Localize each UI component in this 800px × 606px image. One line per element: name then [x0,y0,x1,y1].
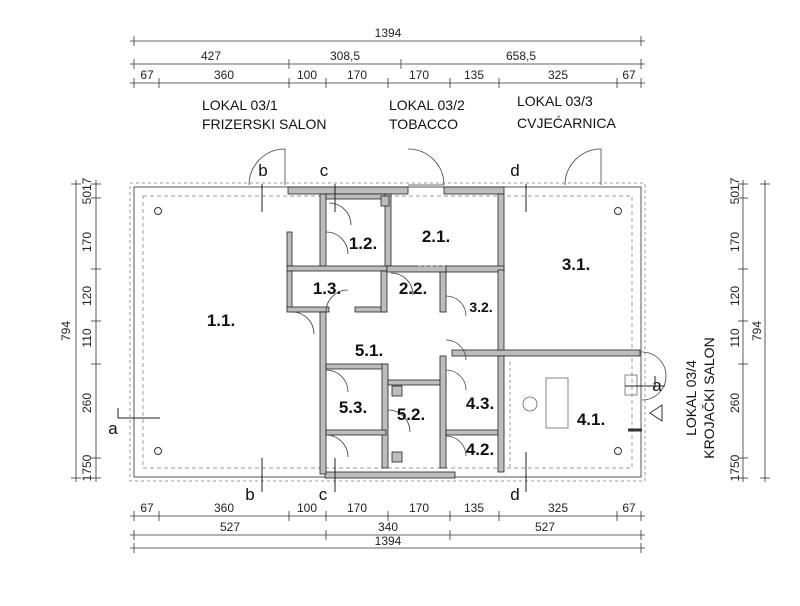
unit-labels: LOKAL 03/1 FRIZERSKI SALON LOKAL 03/2 TO… [202,93,717,459]
dim-bottom-detail-1: 67 [140,501,154,515]
dim-left-1: 5017 [80,177,94,204]
doors [248,148,667,468]
dim-right-6: 1750 [728,454,742,481]
room-4-1: 4.1. [577,410,605,429]
section-d-top: d [510,161,519,180]
section-a-right: a [652,376,662,395]
dim-top-detail-5: 170 [409,68,429,82]
dim-bottom-detail-8: 67 [622,501,636,515]
dim-top-detail-7: 325 [548,68,568,82]
unit-3-name: LOKAL 03/3 [517,93,593,109]
section-b-top: b [258,161,267,180]
room-3-2: 3.2. [469,299,492,315]
dim-bottom-mid-2: 340 [378,520,398,534]
dim-top-overall: 1394 [375,26,402,40]
room-5-1: 5.1. [355,341,383,360]
dim-bottom-overall: 1394 [375,534,402,548]
room-4-2: 4.2. [466,440,494,459]
left-dimensions: 794 5017 170 120 110 260 1750 [59,177,101,482]
dim-right-overall: 794 [750,321,764,341]
section-d-bottom: d [510,485,519,504]
dim-top-mid-1: 427 [201,49,221,63]
dim-right-4: 110 [728,328,742,347]
unit-1-use: FRIZERSKI SALON [202,116,326,132]
room-5-2: 5.2. [397,405,425,424]
dim-left-2: 170 [80,232,94,252]
dim-bottom-detail-7: 325 [548,501,568,515]
room-1-1: 1.1. [207,311,235,330]
unit-4-use: KROJAČKI SALON [701,337,717,458]
dim-left-overall: 794 [59,321,73,341]
dim-bottom-detail-5: 170 [409,501,429,515]
dim-bottom-detail-3: 100 [297,501,317,515]
dim-top-mid-3: 658,5 [506,49,536,63]
unit-2-use: TOBACCO [389,116,458,132]
column-icon [154,207,162,215]
unit-1-name: LOKAL 03/1 [202,97,278,113]
dim-right-1: 5017 [728,177,742,204]
room-2-1: 2.1. [422,227,450,246]
dim-top-detail-4: 170 [347,68,367,82]
top-dimensions: 1394 427 308,5 658,5 67 360 100 170 170 … [130,26,645,88]
section-a-left: a [108,419,118,438]
column-icon [614,207,622,215]
building-outline [129,182,646,482]
section-markers: a a b b c c d d [108,161,665,504]
room-labels: 1.1. 1.2. 1.3. 2.1. 2.2. 3.1. 3.2. 4.1. … [207,227,605,459]
section-c-bottom: c [319,485,328,504]
room-1-3: 1.3. [313,279,341,298]
dim-bottom-mid-3: 527 [535,520,555,534]
dim-bottom-detail-4: 170 [347,501,367,515]
dim-left-5: 260 [80,393,94,413]
section-c-top: c [320,161,329,180]
dim-right-2: 170 [728,232,742,252]
column-icon [154,447,162,455]
dim-top-detail-2: 360 [214,68,234,82]
dim-top-detail-1: 67 [140,68,154,82]
dim-left-6: 1750 [80,454,94,481]
room-3-1: 3.1. [562,255,590,274]
room-1-2: 1.2. [349,234,377,253]
column-icon [614,447,622,455]
room-4-3: 4.3. [466,394,494,413]
right-dimensions: 5017 170 120 110 260 1750 794 [728,177,770,482]
dim-top-detail-8: 67 [622,68,636,82]
interior-walls [286,193,642,475]
dim-bottom-detail-2: 360 [214,501,234,515]
dim-right-3: 120 [728,286,742,306]
dim-bottom-mid-1: 527 [220,520,240,534]
dim-top-detail-3: 100 [297,68,317,82]
room-2-2: 2.2. [399,279,427,298]
dim-left-3: 120 [80,286,94,306]
entrance-arrow-icon [649,404,663,422]
unit-3-use: CVJEĆARNICA [517,115,616,131]
unit-4-name: LOKAL 03/4 [683,360,699,436]
dim-top-mid-2: 308,5 [330,49,360,63]
dim-bottom-detail-6: 135 [464,501,484,515]
room-5-3: 5.3. [339,398,367,417]
unit-2-name: LOKAL 03/2 [389,97,465,113]
dim-top-detail-6: 135 [464,68,484,82]
dim-right-5: 260 [728,393,742,413]
dim-left-4: 110 [80,328,94,347]
bottom-dimensions: 67 360 100 170 170 135 325 67 527 340 52… [130,501,645,553]
section-b-bottom: b [245,485,254,504]
